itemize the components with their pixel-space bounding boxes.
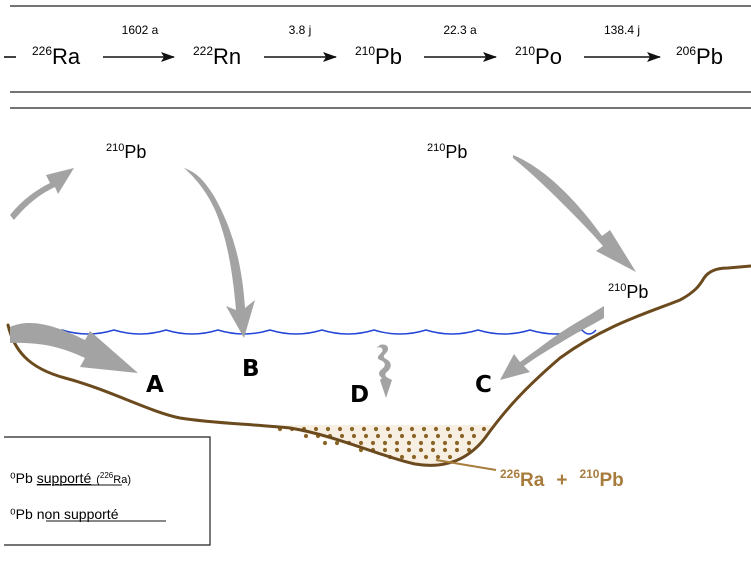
sediment-grain (373, 426, 379, 432)
sediment-grain (447, 433, 453, 439)
pb210-label-shore: 210Pb (608, 282, 648, 302)
nuclide-rn222: 222Rn (193, 44, 241, 69)
pathway-label-a: A (146, 372, 164, 398)
sediment-grain (447, 454, 453, 460)
arrow-to-c (500, 306, 604, 380)
sediment-grain (454, 447, 460, 453)
sediment-label: 226Ra+210Pb (500, 467, 624, 491)
sediment-grain (430, 440, 436, 446)
pb210-label-right: 210Pb (427, 142, 467, 162)
sediment-grain (361, 426, 367, 432)
half-life-2: 3.8 j (289, 23, 312, 37)
lake-bed (6, 264, 751, 467)
sediment-grain (358, 440, 364, 446)
sediment-grain (459, 433, 465, 439)
sediment-grain (382, 440, 388, 446)
sediment-grain (481, 426, 487, 432)
sediment-grain (411, 454, 417, 460)
sediment-grain (442, 440, 448, 446)
sediment-grain (421, 426, 427, 432)
sediment-grain (349, 426, 355, 432)
arrow-up-left (10, 168, 74, 220)
arrow-d-wavy (376, 344, 392, 398)
sediment-grain (406, 440, 412, 446)
sediment-grain (303, 433, 309, 439)
sediment-grain (454, 440, 460, 446)
sediment-grain (411, 433, 417, 439)
sediment-grain (385, 426, 391, 432)
pathway-label-c: C (475, 372, 492, 398)
sediment-grain (435, 454, 441, 460)
pathway-label-b: B (242, 356, 260, 382)
sediment-grain (351, 433, 357, 439)
arrow-to-a (10, 323, 138, 373)
half-life-3: 22.3 a (443, 23, 477, 37)
sediment-grain (397, 426, 403, 432)
deposition-arrows (10, 155, 636, 398)
sediment-grain (466, 440, 472, 446)
sediment-grain (387, 433, 393, 439)
pb210-label-left: 210Pb (106, 142, 146, 162)
nuclide-pb206: 206Pb (676, 44, 723, 69)
sediment-grain (430, 447, 436, 453)
sediment-grain (457, 426, 463, 432)
sediment-grain (337, 426, 343, 432)
sediment-grain (445, 426, 451, 432)
legend-frame (4, 436, 211, 546)
sediment-grain (370, 440, 376, 446)
sediment-grain (423, 454, 429, 460)
half-life-1: 1602 a (122, 23, 159, 37)
sediment-grain (382, 447, 388, 453)
sediment-grain (471, 433, 477, 439)
sediment-grain (334, 440, 340, 446)
arrow-top-right (513, 155, 636, 272)
sediment-grain (418, 440, 424, 446)
sediment-grain (399, 433, 405, 439)
sediment-grain (435, 433, 441, 439)
sediment-grain (469, 426, 475, 432)
water-surface (9, 329, 597, 335)
pathway-label-d: D (350, 382, 369, 408)
sediment-grain (394, 447, 400, 453)
sediment-grain (418, 447, 424, 453)
sediment-grain (423, 433, 429, 439)
sediment-grain (363, 433, 369, 439)
decay-chain: 226Ra 1602 a 222Rn 3.8 j 210Pb 22.3 a 21… (4, 23, 723, 69)
nuclide-po210: 210Po (515, 44, 562, 69)
sediment-grain (399, 454, 405, 460)
sediment-grain (313, 426, 319, 432)
sediment-grain (409, 426, 415, 432)
nuclide-ra226: 226Ra (32, 44, 81, 69)
nuclide-pb210: 210Pb (355, 44, 402, 69)
half-life-4: 138.4 j (604, 23, 640, 37)
sediment-grain (375, 433, 381, 439)
sediment-grain (322, 440, 328, 446)
arrow-to-b (184, 168, 255, 338)
sediment-grain (442, 447, 448, 453)
sediment-grain (325, 426, 331, 432)
sediment-leader-line (435, 459, 497, 471)
sediment-grain (433, 426, 439, 432)
sediment-grain (339, 433, 345, 439)
sediment-grain (406, 447, 412, 453)
sediment-grain (394, 440, 400, 446)
